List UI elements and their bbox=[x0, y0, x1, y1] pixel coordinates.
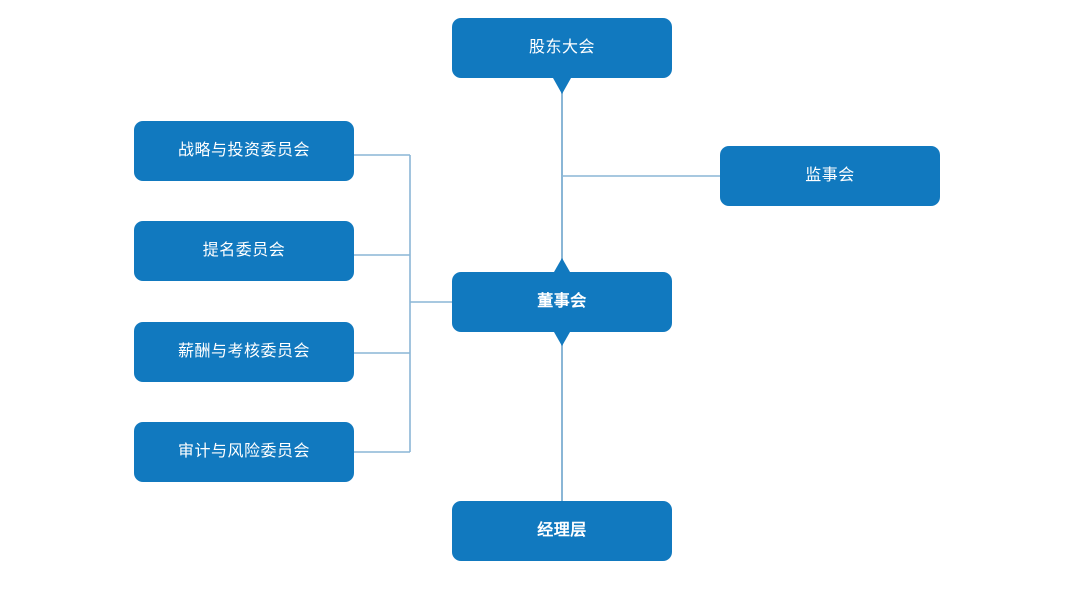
node-label-audit-risk-committee: 审计与风险委员会 bbox=[177, 443, 310, 461]
node-nomination-committee[interactable]: 提名委员会 bbox=[134, 221, 354, 281]
node-board-of-directors[interactable]: 董事会 bbox=[452, 272, 672, 332]
arrowhead-out-of-board-bottom bbox=[554, 332, 570, 346]
node-strategy-investment-committee[interactable]: 战略与投资委员会 bbox=[134, 121, 354, 181]
node-label-board-of-supervisors: 监事会 bbox=[805, 167, 855, 185]
node-management-level[interactable]: 经理层 bbox=[452, 501, 672, 561]
node-board-of-supervisors[interactable]: 监事会 bbox=[720, 146, 940, 206]
arrowhead-into-shareholders bbox=[553, 78, 571, 94]
node-audit-risk-committee[interactable]: 审计与风险委员会 bbox=[134, 422, 354, 482]
node-label-remuneration-appraisal-committee: 薪酬与考核委员会 bbox=[177, 343, 310, 361]
node-shareholders-meeting[interactable]: 股东大会 bbox=[452, 18, 672, 78]
node-label-management-level: 经理层 bbox=[537, 522, 587, 540]
node-remuneration-appraisal-committee[interactable]: 薪酬与考核委员会 bbox=[134, 322, 354, 382]
node-label-shareholders-meeting: 股东大会 bbox=[528, 39, 595, 57]
node-label-nomination-committee: 提名委员会 bbox=[202, 242, 286, 260]
node-label-board-of-directors: 董事会 bbox=[537, 293, 587, 311]
node-label-strategy-investment-committee: 战略与投资委员会 bbox=[177, 142, 310, 160]
arrowhead-into-board-top bbox=[554, 258, 570, 272]
